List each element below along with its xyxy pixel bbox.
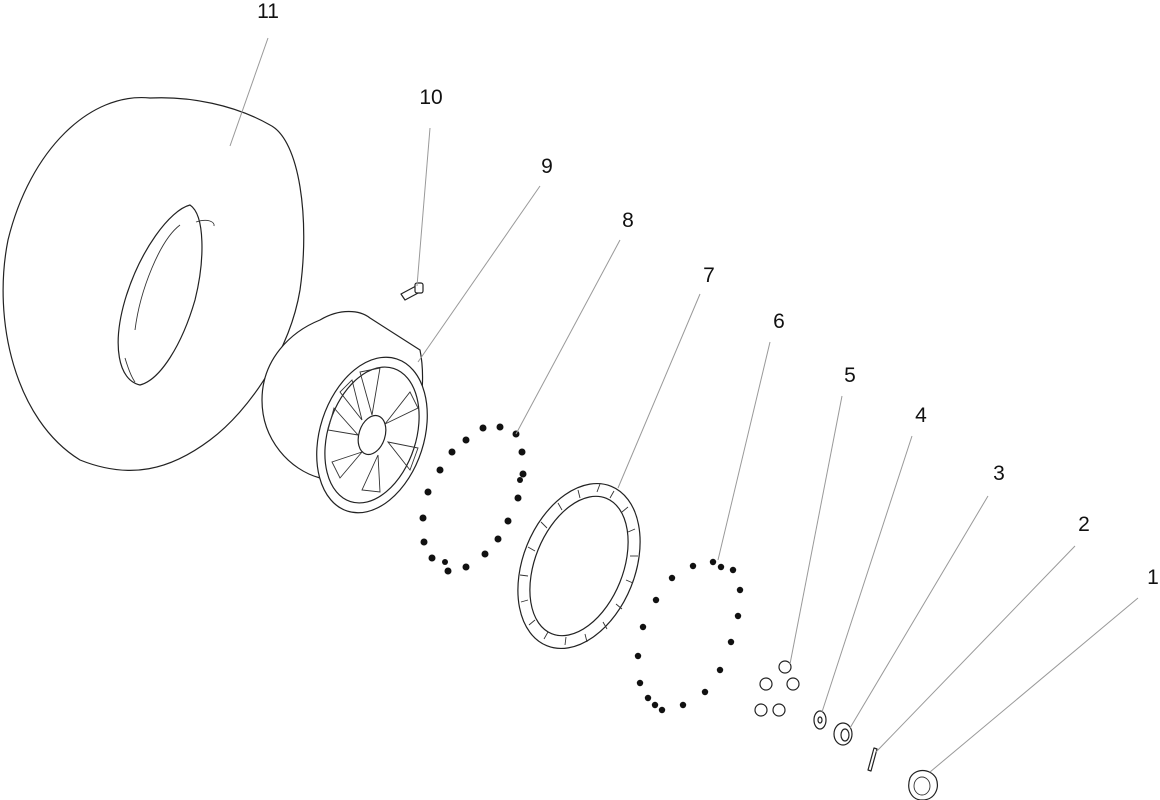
wheel-rim [261,310,428,514]
leader-5 [789,395,843,665]
leader-3 [849,495,989,729]
tire [2,97,305,471]
leader-lines [229,37,1139,773]
hub-cap [908,769,938,800]
washer [813,710,827,730]
leader-11 [229,37,269,147]
callout-10: 10 [419,86,442,109]
callout-7: 7 [703,264,715,287]
callout-4: 4 [915,404,927,427]
lug-nuts [754,660,800,717]
valve-stem [400,282,424,301]
bolt-set [634,558,744,714]
callout-11: 11 [257,0,279,23]
callout-9: 9 [541,155,553,178]
leader-6 [717,341,771,561]
cotter-pin [867,747,878,772]
leader-9 [417,185,541,363]
callout-1: 1 [1147,566,1159,589]
leader-10 [416,127,431,287]
bolt-ring-dots [419,423,527,575]
leader-2 [875,545,1076,753]
callout-labels: 11 10 9 8 7 6 5 4 3 2 1 [257,0,1159,589]
callout-6: 6 [773,310,785,333]
callout-8: 8 [622,209,634,232]
leader-4 [821,435,913,713]
castle-nut [833,722,853,746]
leader-7 [617,293,701,489]
callout-5: 5 [844,364,856,387]
leader-8 [515,239,621,435]
beadlock-ring [517,482,641,650]
callout-2: 2 [1078,513,1090,536]
leader-1 [929,597,1139,773]
callout-3: 3 [993,462,1005,485]
